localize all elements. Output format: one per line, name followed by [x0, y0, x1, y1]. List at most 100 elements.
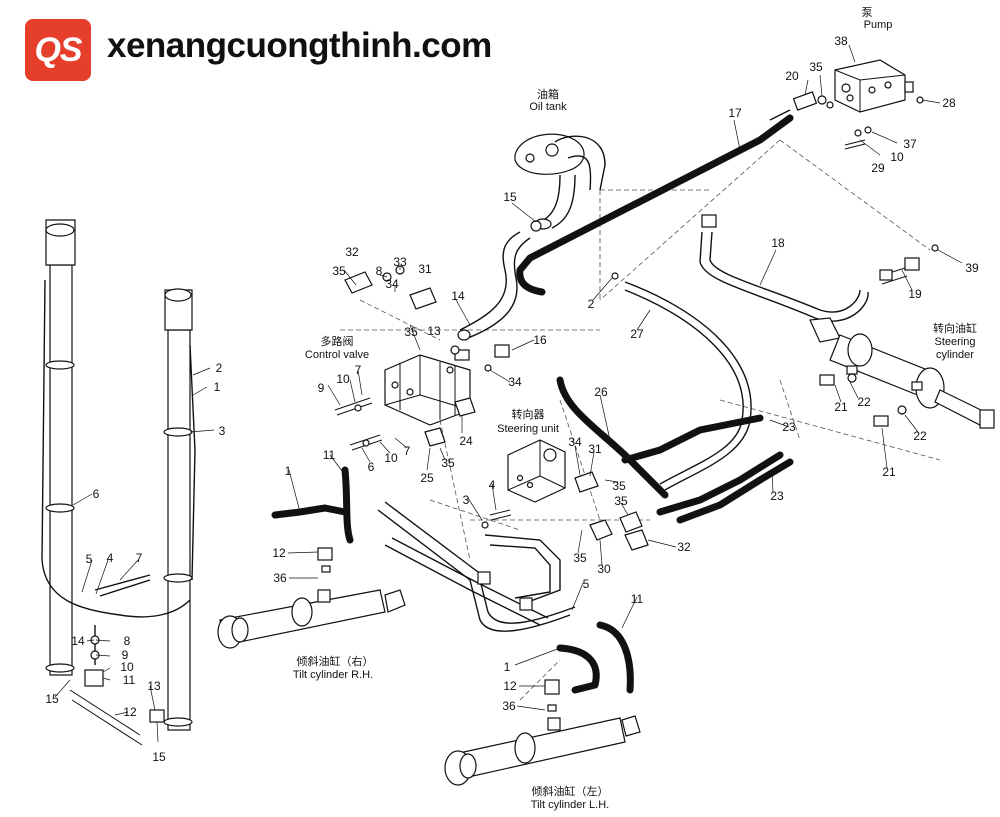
part-number: 3	[463, 493, 470, 507]
steering-cylinder-label-en-1: Steering	[935, 336, 976, 348]
part-number: 3	[219, 424, 226, 438]
part-number: 34	[508, 375, 522, 389]
part-number: 37	[903, 137, 917, 151]
brand-logo: QS	[25, 19, 91, 81]
hose-11-rh	[341, 466, 354, 544]
part-number: 6	[93, 487, 100, 501]
part-number: 39	[965, 261, 979, 275]
steering-unit-label-en: Steering unit	[497, 423, 559, 435]
steering-unit	[507, 439, 566, 503]
part-number: 21	[834, 400, 848, 414]
part-number: 36	[502, 699, 516, 713]
part-number: 35	[573, 551, 587, 565]
part-number: 12	[503, 679, 517, 693]
part-number: 22	[857, 395, 871, 409]
suction-tube-14-end	[457, 329, 471, 341]
part-number: 1	[214, 380, 221, 394]
part-number: 13	[147, 679, 161, 693]
part-number: 35	[404, 325, 418, 339]
part-number: 7	[404, 444, 411, 458]
part-number: 33	[393, 255, 407, 269]
part-number: 12	[123, 705, 137, 719]
pump-label-cn: 泵	[862, 6, 873, 19]
part-numbers: 38 35 20 28 17 37 10 29 15 18 39 19 2 27…	[45, 34, 979, 764]
hose-1-lh	[556, 644, 600, 694]
part-number: 10	[384, 451, 398, 465]
oil-tank-label-en: Oil tank	[529, 101, 567, 113]
tilt-cylinder-rh	[217, 547, 406, 649]
tube-18-clamp	[701, 214, 717, 228]
part-number: 25	[420, 471, 434, 485]
misc-fittings	[321, 220, 939, 712]
hose-11-lh	[596, 621, 634, 694]
part-number: 8	[124, 634, 131, 648]
part-number: 20	[785, 69, 799, 83]
pump-label-en: Pump	[864, 19, 893, 31]
part-number: 8	[376, 264, 383, 278]
part-number: 35	[332, 264, 346, 278]
steering-cylinder-label-cn: 转向油缸	[933, 321, 977, 335]
part-number: 9	[122, 648, 129, 662]
part-number: 35	[612, 479, 626, 493]
part-number: 11	[323, 448, 336, 462]
fitting-19-nut	[904, 257, 920, 271]
steering-unit-label-cn: 转向器	[512, 407, 545, 421]
part-number: 15	[45, 692, 59, 706]
part-number: 23	[770, 489, 784, 503]
steering-cylinder	[809, 317, 995, 429]
pump	[834, 59, 914, 113]
lift-cylinder-piping	[41, 279, 196, 746]
part-number: 15	[152, 750, 166, 764]
pump-fittings	[792, 91, 924, 150]
part-number: 10	[890, 150, 904, 164]
part-number: 36	[273, 571, 287, 585]
tube-18-outer	[699, 231, 869, 322]
tube-27	[624, 281, 752, 491]
tilt-cylinder-lh-label-cn: 倾斜油缸（左）	[532, 784, 609, 798]
part-number: 5	[583, 577, 590, 591]
part-number: 15	[503, 190, 517, 204]
part-number: 10	[120, 660, 134, 674]
part-number: 31	[588, 442, 602, 456]
tilt-cylinder-rh-label-cn: 倾斜油缸（右）	[297, 654, 374, 668]
part-number: 32	[345, 245, 359, 259]
part-number: 23	[782, 420, 796, 434]
part-number: 28	[942, 96, 956, 110]
part-number: 4	[489, 478, 496, 492]
part-number: 14	[451, 289, 465, 303]
control-valve-label-cn: 多路阀	[321, 334, 354, 348]
part-number: 22	[913, 429, 927, 443]
part-number: 34	[385, 277, 399, 291]
part-number: 30	[597, 562, 611, 576]
control-valve-label-en: Control valve	[305, 349, 369, 361]
part-number: 18	[771, 236, 785, 250]
leader-lines	[54, 44, 963, 743]
hose-1-rh	[271, 504, 349, 519]
part-number: 9	[318, 381, 325, 395]
part-number: 35	[441, 456, 455, 470]
part-number: 1	[285, 464, 292, 478]
part-number: 24	[459, 434, 473, 448]
part-number: 10	[336, 372, 350, 386]
part-number: 32	[677, 540, 691, 554]
tilt-cylinder-lh-label-en: Tilt cylinder L.H.	[531, 799, 609, 811]
tilt-cylinder-lh	[444, 679, 641, 786]
hose-23-upper	[621, 414, 764, 464]
dashed-connection-lines	[340, 139, 941, 701]
part-number: 35	[614, 494, 628, 508]
control-valve	[384, 354, 471, 426]
part-number: 38	[834, 34, 848, 48]
part-number: 34	[568, 435, 582, 449]
tilt-cylinder-rh-label-en: Tilt cylinder R.H.	[293, 669, 373, 681]
part-number: 21	[882, 465, 896, 479]
oil-tank	[514, 133, 606, 230]
tube-27-inner	[624, 289, 744, 485]
part-number: 17	[728, 106, 742, 120]
part-number: 11	[631, 592, 644, 606]
suction-tube-14	[459, 231, 521, 331]
steering-fittings	[819, 373, 907, 427]
control-valve-fittings	[334, 265, 510, 451]
brand-site-name: xenangcuongthinh.com	[107, 26, 492, 65]
